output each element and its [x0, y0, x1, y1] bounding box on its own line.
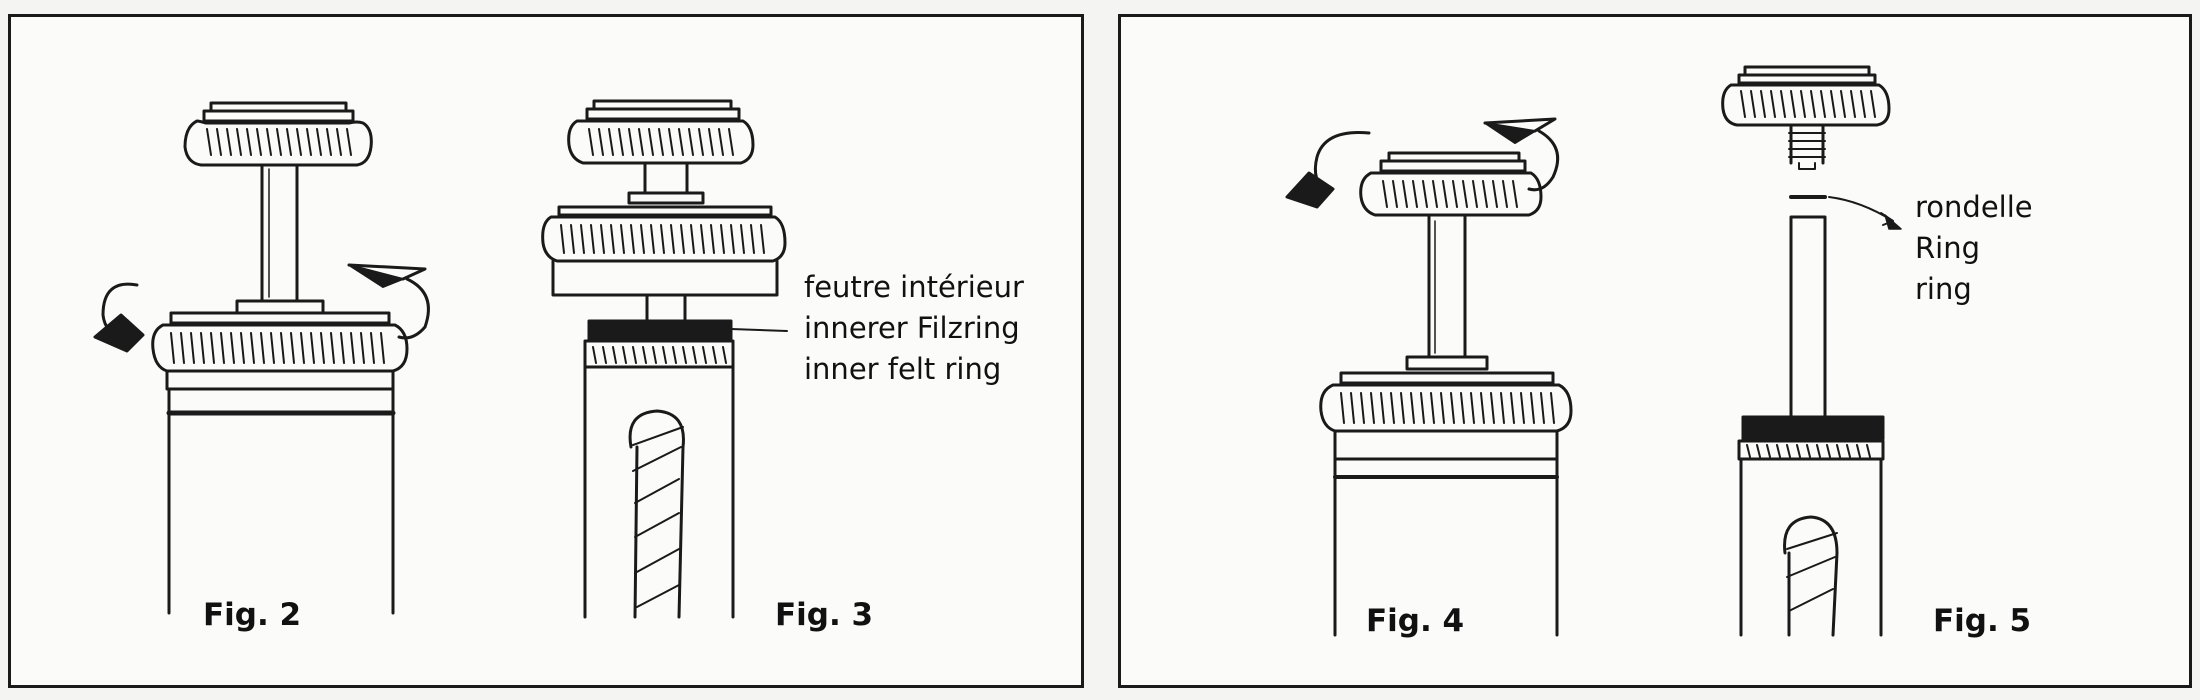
felt-ring-label: feutre intérieur innerer Filzring inner … [804, 267, 1024, 390]
fig5-caption: Fig. 5 [1933, 603, 2032, 639]
fig4-caption: Fig. 4 [1366, 603, 1465, 639]
fig2-caption: Fig. 2 [203, 597, 302, 633]
fig2-drawing [93, 101, 430, 615]
panel-left: Fig. 2 Fig. 3 feutre intérieur innerer F… [8, 14, 1084, 688]
ring-label-de: Ring [1915, 231, 1980, 265]
figures-2-3-illustration [93, 99, 788, 619]
panel-right: Fig. 4 Fig. 5 rondelle Ring ring [1118, 14, 2192, 688]
felt-ring-label-fr: feutre intérieur [804, 270, 1024, 304]
fig3-caption: Fig. 3 [775, 597, 874, 633]
fig3-drawing [541, 99, 788, 619]
fig4-drawing [1285, 117, 1573, 637]
felt-ring-label-de: innerer Filzring [804, 311, 1020, 345]
felt-ring-label-en: inner felt ring [804, 352, 1002, 386]
figures-4-5-illustration [1285, 65, 1902, 637]
ring-label-en: ring [1915, 272, 1972, 306]
ring-label-fr: rondelle [1915, 190, 2033, 224]
fig5-drawing [1721, 65, 1902, 637]
ring-label: rondelle Ring ring [1915, 187, 2033, 310]
